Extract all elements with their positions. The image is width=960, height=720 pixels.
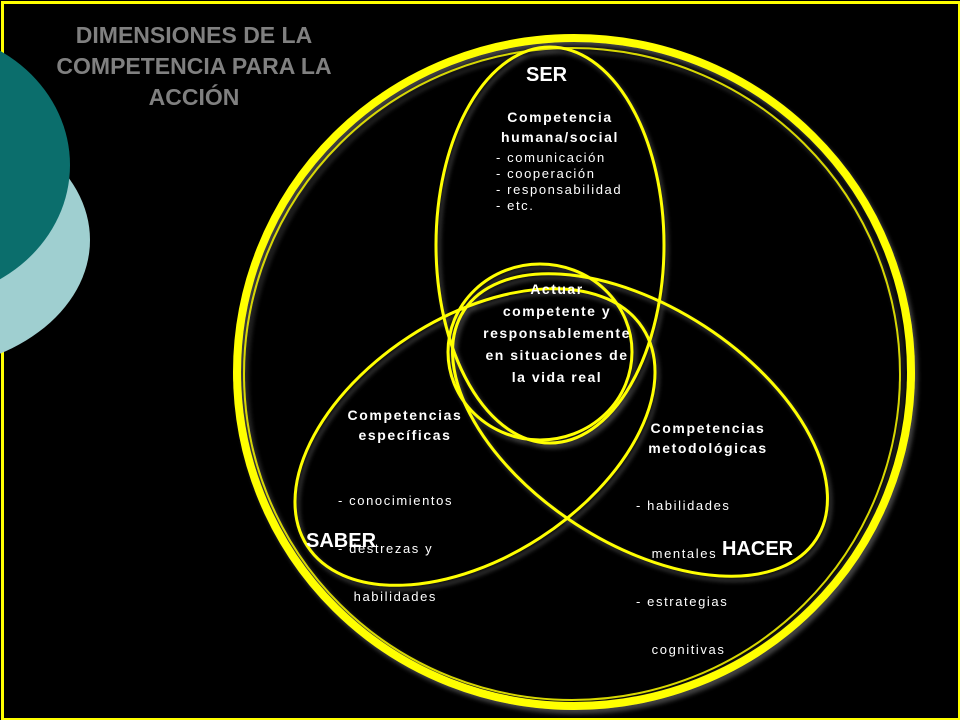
hacer-heading-line: metodológicas	[648, 440, 768, 456]
hacer-ellipse	[451, 272, 829, 578]
title-line: COMPETENCIA PARA LA	[56, 53, 332, 79]
center-line: competente y	[502, 303, 612, 319]
center-line: responsablemente	[483, 325, 631, 341]
ser-heading-line: humana/social	[500, 129, 620, 145]
list-item: - responsabilidad	[496, 182, 623, 197]
list-item: - comunicación	[496, 150, 606, 165]
ser-list: - comunicación - cooperación - responsab…	[496, 150, 622, 214]
saber-heading-line: específicas	[358, 427, 452, 443]
list-item: - destrezas y	[338, 541, 434, 556]
center-line: en situaciones de	[485, 347, 629, 363]
hacer-heading-line: Competencias	[650, 420, 766, 436]
list-item: mentales	[636, 546, 718, 561]
center-ellipse	[446, 262, 634, 442]
title-line: ACCIÓN	[148, 84, 240, 110]
saber-list: - conocimientos - destrezas y habilidade…	[338, 461, 453, 637]
center-line: Actuar	[530, 281, 584, 297]
saber-label: SABER	[306, 530, 377, 552]
center-line: la vida real	[511, 369, 603, 385]
list-item: - cooperación	[496, 166, 596, 181]
center-text: Actuar competente y responsablemente en …	[462, 278, 652, 388]
title-line: DIMENSIONES DE LA	[75, 22, 313, 48]
outer-ring-inner-edge	[243, 47, 901, 701]
saber-heading: Competencias específicas	[330, 405, 480, 445]
hacer-heading: Competencias metodológicas	[628, 418, 788, 458]
list-item: cognitivas	[636, 642, 726, 657]
list-item: - etc.	[496, 198, 535, 213]
hacer-list: - habilidades mentales - estrategias cog…	[636, 466, 731, 690]
ser-label: SER	[526, 64, 568, 86]
list-item: habilidades	[338, 589, 438, 604]
saber-ellipse	[293, 287, 657, 587]
outer-ring	[233, 34, 915, 710]
list-item: - conocimientos	[338, 493, 454, 508]
list-item: - habilidades	[636, 498, 731, 513]
hacer-label: HACER	[722, 538, 794, 560]
saber-heading-line: Competencias	[347, 407, 463, 423]
ser-ellipse	[434, 45, 666, 445]
page-title: DIMENSIONES DE LA COMPETENCIA PARA LA AC…	[14, 20, 374, 113]
ser-heading-line: Competencia	[507, 109, 613, 125]
list-item: - estrategias	[636, 594, 729, 609]
ser-heading: Competencia humana/social	[480, 107, 640, 147]
